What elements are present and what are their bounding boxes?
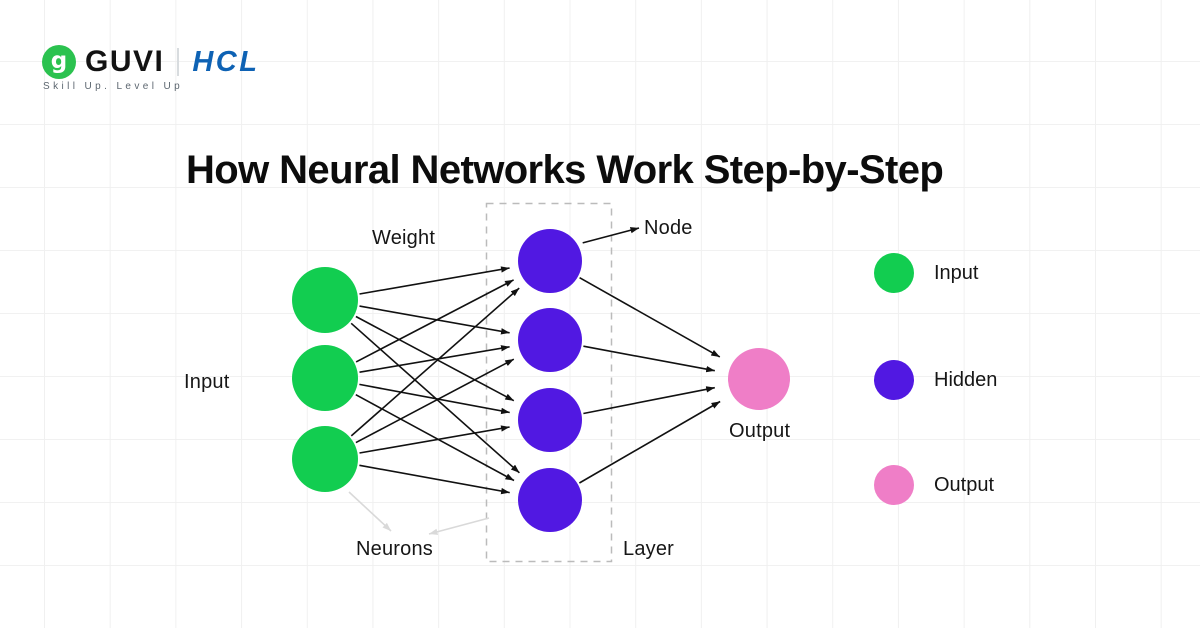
legend-output-label: Output — [934, 473, 995, 496]
output-arrow-3 — [583, 386, 715, 415]
output-label: Output — [729, 420, 791, 442]
legend-item-hidden: Hidden — [874, 360, 997, 400]
hidden-layer-box — [485, 202, 613, 563]
guvi-logo-glyph: g — [50, 47, 68, 74]
weight-arrow-2-4 — [355, 393, 515, 482]
input-label: Input — [184, 371, 230, 393]
output-node-1 — [728, 348, 790, 410]
output-arrow-1 — [579, 277, 721, 358]
weight-arrow-1-3 — [355, 315, 515, 402]
neurons-label: Neurons — [356, 538, 433, 560]
legend-hidden-label: Hidden — [934, 368, 998, 391]
layer-label: Layer — [623, 538, 675, 560]
guvi-wordmark: GUVI — [85, 45, 165, 78]
weight-arrow-2-2 — [359, 345, 510, 373]
legend-hidden-dot — [874, 360, 914, 400]
weight-arrow-3-3 — [359, 425, 510, 454]
output-arrow-2 — [583, 345, 715, 373]
weight-arrow-3-4 — [359, 464, 510, 495]
legend-input-dot — [874, 253, 914, 293]
weight-arrow-2-1 — [355, 279, 514, 363]
weight-arrow-3-1 — [350, 287, 520, 437]
page-title: How Neural Networks Work Step-by-Step — [186, 147, 944, 192]
input-node-1 — [292, 267, 358, 333]
hidden-node-3 — [518, 388, 582, 452]
neurons-pointer-arrow-left — [348, 491, 392, 532]
input-node-3 — [292, 426, 358, 492]
node-pointer-arrow — [582, 227, 640, 244]
output-arrow-4 — [578, 400, 721, 484]
legend-input-label: Input — [934, 261, 979, 284]
hcl-wordmark: HCL — [192, 45, 260, 78]
weight-arrow-1-1 — [359, 266, 510, 295]
brand-header: g GUVI HCL — [42, 44, 259, 80]
weight-arrow-2-3 — [359, 383, 510, 415]
node-label: Node — [644, 217, 693, 239]
legend-output-dot — [874, 465, 914, 505]
neurons-pointer-arrow-right — [428, 517, 490, 535]
hidden-node-2 — [518, 308, 582, 372]
weight-arrow-1-2 — [359, 305, 510, 335]
weight-arrow-3-2 — [355, 358, 515, 444]
brand-divider — [177, 48, 180, 76]
weight-label: Weight — [372, 227, 436, 249]
hidden-node-4 — [518, 468, 582, 532]
input-node-2 — [292, 345, 358, 411]
guvi-logo-icon: g — [42, 45, 76, 79]
hidden-node-1 — [518, 229, 582, 293]
brand-tagline: Skill Up. Level Up — [43, 81, 184, 92]
legend-item-input: Input — [874, 253, 978, 293]
legend-item-output: Output — [874, 465, 994, 505]
